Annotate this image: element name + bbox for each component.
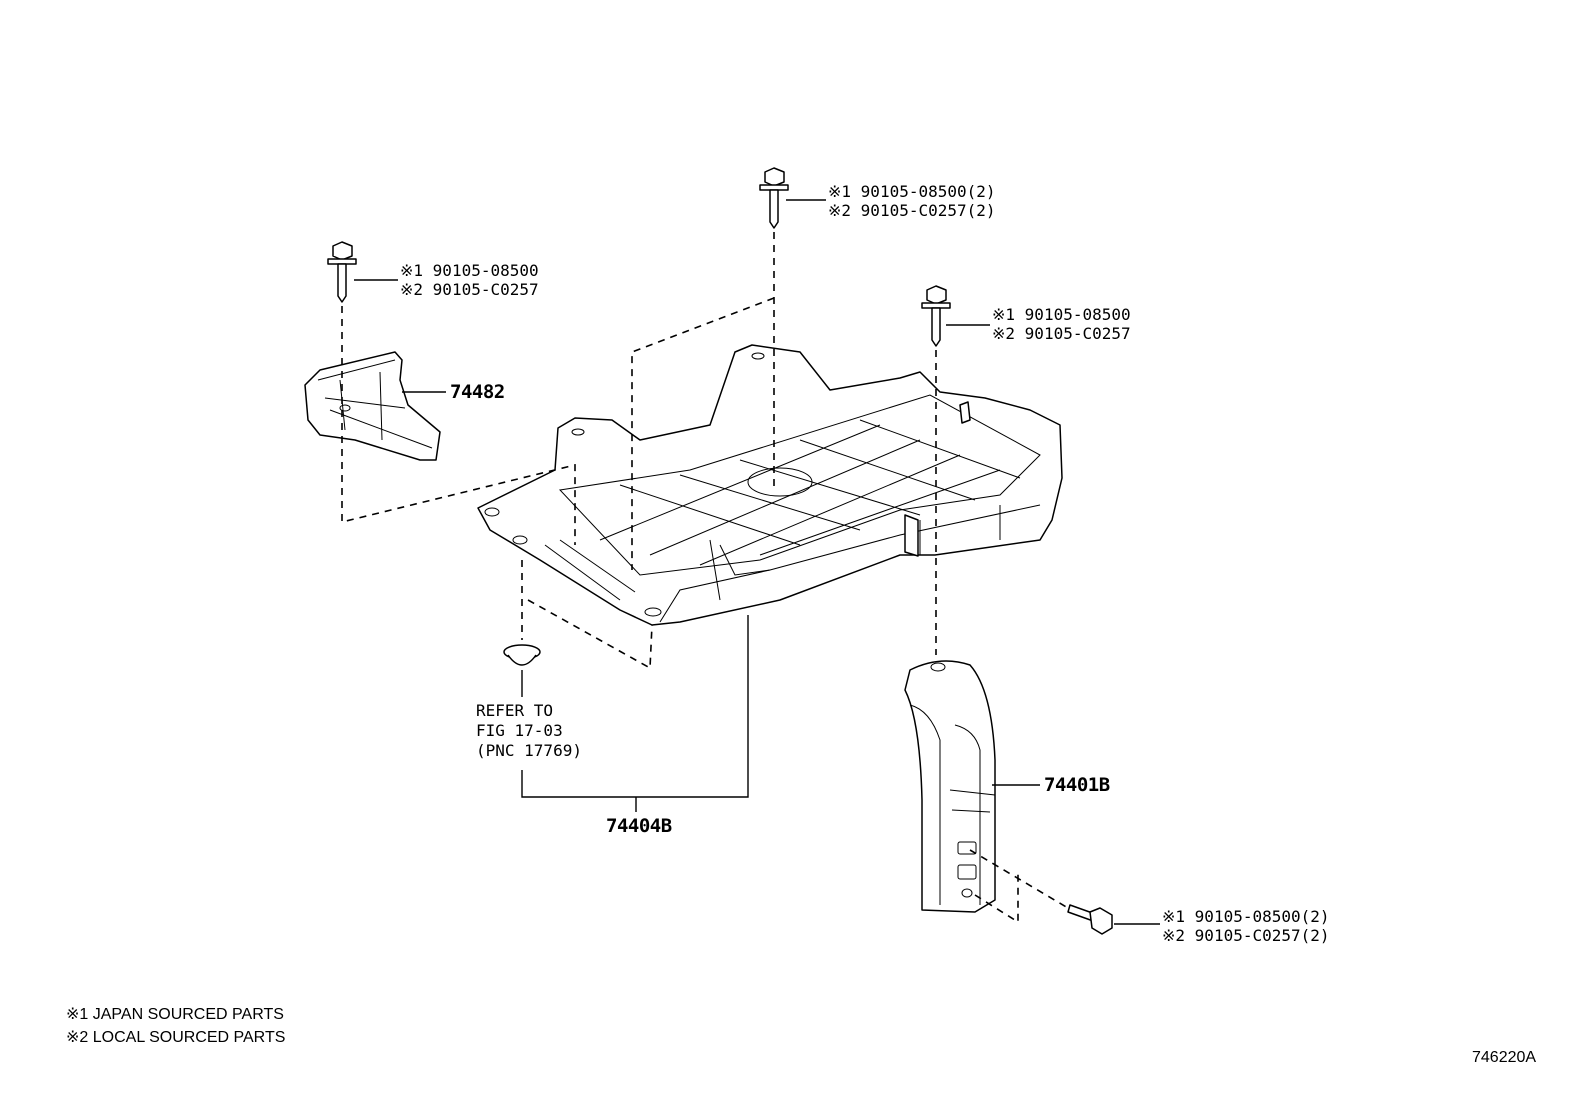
bolt-top-left-icon	[327, 241, 357, 303]
bolt-bottom-right-icon	[1067, 904, 1113, 935]
bracket-74482	[304, 351, 441, 461]
part-number-74482: 74482	[450, 381, 505, 403]
battery-carrier-tray	[477, 344, 1063, 626]
bolt-top-right-icon	[921, 285, 951, 347]
callout-bolt-bottom-right-line2: ※2 90105-C0257(2)	[1162, 926, 1330, 945]
callout-bolt-bottom-right-line1: ※1 90105-08500(2)	[1162, 907, 1330, 926]
reference-line3: (PNC 17769)	[476, 741, 582, 760]
support-bracket-74401B	[904, 660, 996, 913]
assembly-guide-lines	[341, 232, 1069, 924]
part-number-74401B: 74401B	[1044, 774, 1110, 796]
callout-bolt-top-left-line1: ※1 90105-08500	[400, 261, 539, 280]
footnote-local-sourced: ※2 LOCAL SOURCED PARTS	[66, 1029, 286, 1046]
bolt-top-center-icon	[759, 167, 789, 229]
footnote-japan-sourced: ※1 JAPAN SOURCED PARTS	[66, 1006, 284, 1023]
leader-lines	[354, 199, 1160, 925]
callout-bolt-top-center-line2: ※2 90105-C0257(2)	[828, 201, 996, 220]
callout-bolt-top-right-line1: ※1 90105-08500	[992, 305, 1131, 324]
reference-line1: REFER TO	[476, 701, 554, 720]
reference-line2: FIG 17-03	[476, 721, 563, 740]
clip-grommet-icon	[503, 644, 541, 666]
callout-bolt-top-right-line2: ※2 90105-C0257	[992, 324, 1131, 343]
callout-bolt-top-center-line1: ※1 90105-08500(2)	[828, 182, 996, 201]
illustration-id: 746220A	[1472, 1049, 1537, 1066]
part-number-74404B: 74404B	[606, 815, 672, 837]
callout-bolt-top-left-line2: ※2 90105-C0257	[400, 280, 539, 299]
